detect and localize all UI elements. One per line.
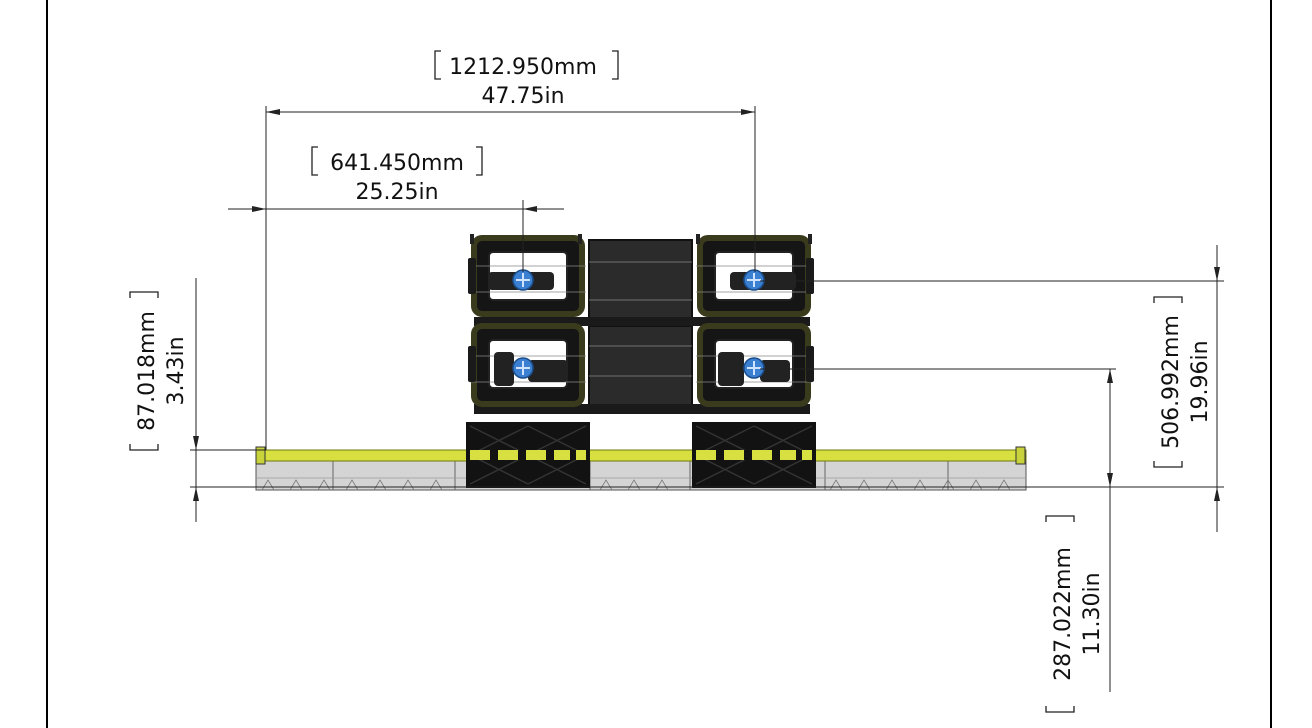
module-right-upper [696,235,812,317]
cross-beam-bottom [474,404,810,414]
dimension-half-width: 641.450mm 25.25in [228,146,564,272]
yellow-rail [255,449,1027,462]
half-width-in: 25.25in [355,180,438,205]
center-panel-lower [588,325,693,411]
upper-hub-height-in: 19.96in [1188,340,1213,423]
base-tray [255,459,1027,491]
dimension-lower-hub-height: 287.022mm 11.30in [760,368,1116,713]
assembly-side-view [255,234,1027,491]
rail-end-cap-right [1015,446,1026,465]
side-brackets [468,258,814,382]
upper-hub-height-mm: 506.992mm [1159,315,1184,449]
top-pins [470,234,812,244]
dimension-upper-hub-height: 506.992mm 19.96in [760,245,1224,532]
cross-beam-middle [474,317,810,326]
overall-width-mm: 1212.950mm [449,55,597,80]
base-feet-right [692,422,816,488]
lower-hub-height-mm: 287.022mm [1051,547,1076,681]
dimension-overall-width: 1212.950mm 47.75in [265,50,756,450]
hub-left-lower-icon [512,357,534,379]
base-height-in: 3.43in [164,336,189,405]
hub-left-upper-icon [512,269,534,291]
center-panel-upper [588,239,693,325]
dimension-base-height: 87.018mm 3.43in [129,278,1224,522]
base-feet-left [466,422,590,488]
half-width-mm: 641.450mm [330,151,464,176]
rail-end-cap-left [255,446,266,465]
lower-hub-height-in: 11.30in [1080,572,1105,655]
hub-right-lower-icon [743,357,765,379]
overall-width-in: 47.75in [481,84,564,109]
base-height-mm: 87.018mm [135,311,160,431]
hub-right-upper-icon [743,269,765,291]
